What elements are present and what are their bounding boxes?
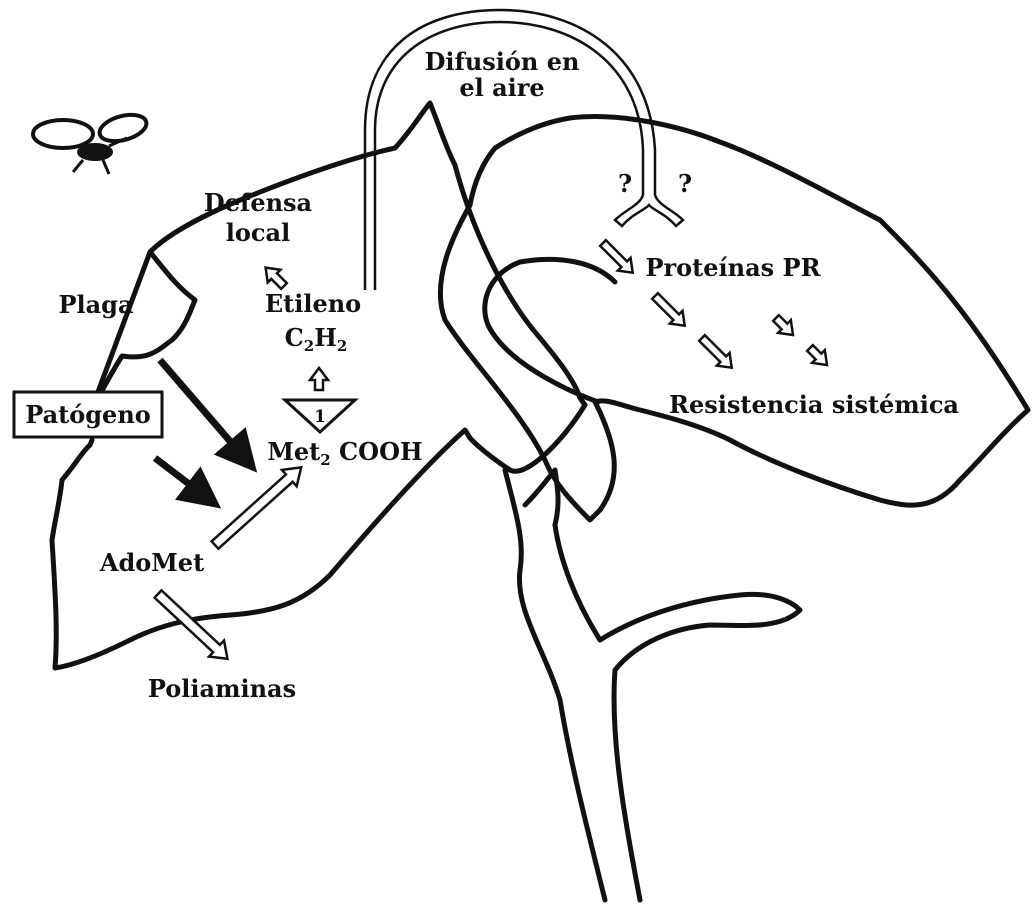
defense-label-line1: Defensa [204,188,312,217]
right-leaf-inner-lobe [485,259,615,402]
pest-label: Plaga [58,290,133,319]
insect-icon [33,110,149,174]
arrow-pr-5 [804,342,834,372]
question-right: ? [678,169,692,198]
arrow-pr-4 [770,312,800,342]
diffusion-tube-fork [615,195,683,226]
adomet-label: AdoMet [99,548,204,577]
arrow-pest-to-acc [160,360,248,462]
pr-proteins-label: Proteínas PR [645,253,821,282]
defense-label-line2: local [226,218,290,247]
arrow-adomet-to-acc [208,459,309,553]
diffusion-label-line2: el aire [459,73,544,102]
right-leaf-outline [440,117,1028,520]
acc-label: Met2 COOH [267,437,422,469]
polyamines-label: Poliaminas [148,674,296,703]
arrow-ethylene-to-defense [259,261,290,292]
ethylene-label: Etileno [265,289,361,318]
ethylene-formula: C2H2 [285,323,348,355]
diffusion-label-line1: Difusión en [425,47,580,76]
systemic-resistance-label: Resistencia sistémica [669,390,959,419]
enzyme-number: 1 [314,407,326,427]
arrow-pr-2 [649,290,691,332]
question-left: ? [618,169,632,198]
arrow-pr-3 [696,332,738,374]
arrow-pathogen-to-adomet [155,458,210,500]
arrow-ethylene-up [310,368,328,390]
pathogen-label: Patógeno [25,400,151,429]
